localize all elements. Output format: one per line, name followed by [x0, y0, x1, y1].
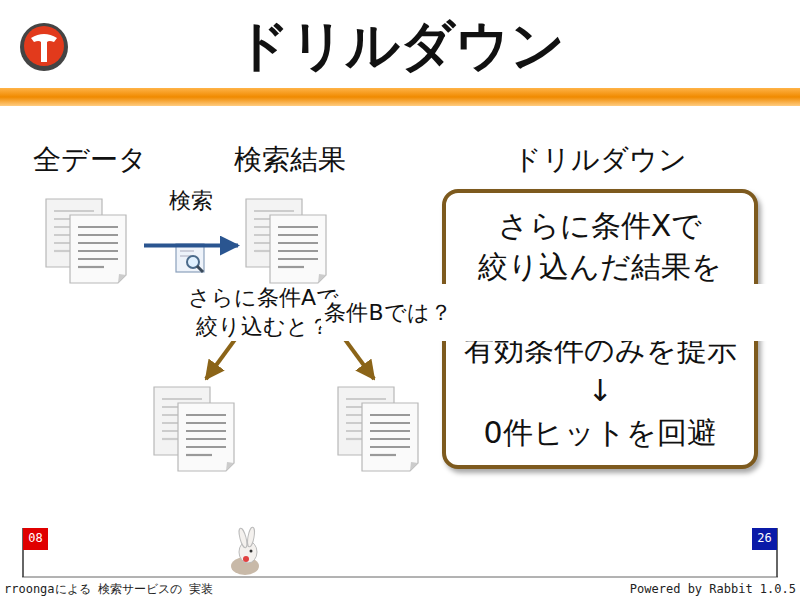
node-heading: ドリルダウン: [513, 143, 687, 177]
document-icon: [44, 197, 136, 287]
document-node: 検索結果: [234, 143, 346, 287]
slide-title: ドリルダウン: [0, 14, 800, 79]
footer-title: rroongaによる 検索サービスの 実装: [4, 581, 364, 598]
edge-label: 条件Bでは？: [321, 299, 454, 328]
rabbit: [231, 527, 259, 575]
edge-label: 検索: [166, 187, 216, 216]
node-heading: 全データ: [33, 143, 147, 177]
slide-total: 26: [752, 530, 777, 547]
document-node: [336, 385, 428, 475]
ground-line: [22, 577, 778, 578]
document-icon: [244, 197, 336, 287]
document-icon-box: [152, 385, 244, 475]
document-icon-box: [244, 197, 336, 287]
slide-number: 08: [23, 530, 48, 547]
document-icon: [152, 385, 244, 475]
search-arrow: [144, 244, 238, 248]
document-node: [152, 385, 244, 475]
goal-flag: [752, 528, 777, 550]
document-icon: [336, 385, 428, 475]
title-bar: [0, 88, 800, 106]
document-icon-box: [44, 197, 136, 287]
footer-credit: Powered by Rabbit 1.0.5: [560, 581, 796, 598]
search-icon: [176, 244, 204, 272]
start-flag: [23, 528, 48, 550]
document-icon-box: [336, 385, 428, 475]
logo: [20, 23, 68, 71]
document-node: 全データ: [33, 143, 147, 287]
node-heading: 検索結果: [234, 143, 346, 177]
